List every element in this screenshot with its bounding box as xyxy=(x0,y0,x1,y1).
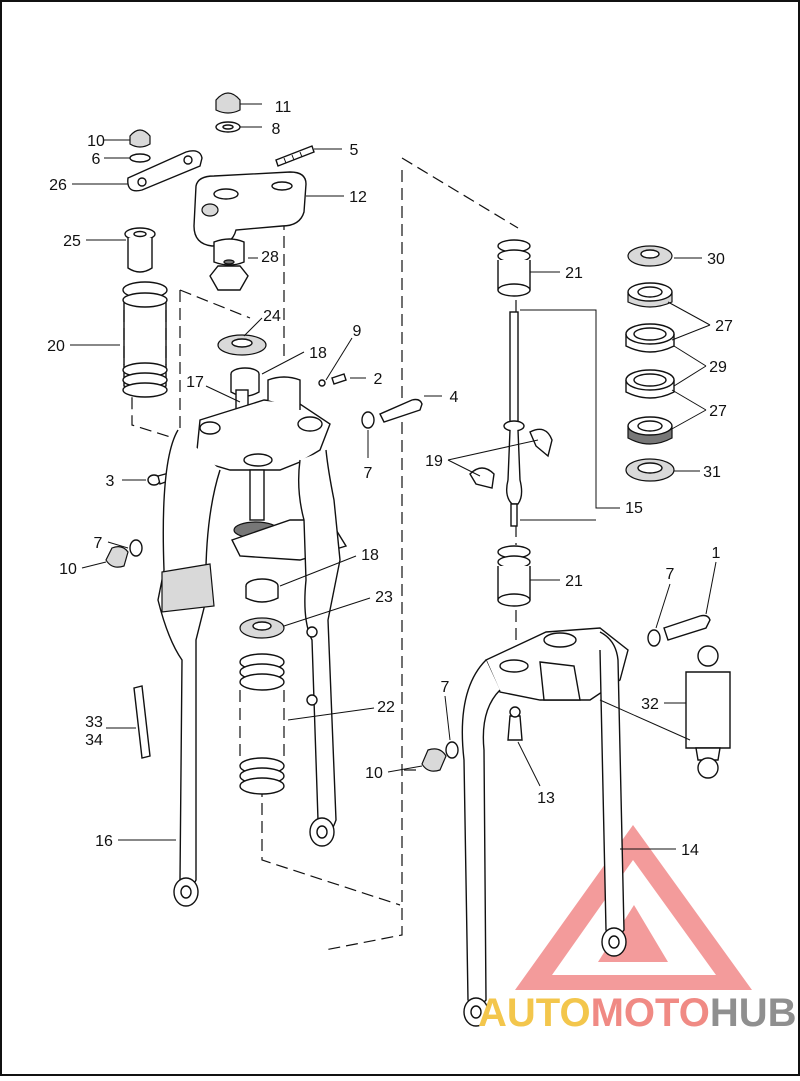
callout-20: 20 xyxy=(47,338,65,355)
clips-19 xyxy=(469,428,553,489)
washer-23 xyxy=(239,617,285,639)
spring-boot-20 xyxy=(122,281,168,398)
shock-absorber-32 xyxy=(685,645,731,779)
callout-10: 10 xyxy=(365,765,383,782)
callout-21: 21 xyxy=(565,265,583,282)
watermark-text: AUTOMOTOHUB xyxy=(478,991,797,1035)
callout-27: 27 xyxy=(709,403,727,420)
callout-3: 3 xyxy=(106,473,115,490)
callout-15: 15 xyxy=(625,500,643,517)
callout-31: 31 xyxy=(703,464,721,481)
decal-33-34 xyxy=(133,685,151,759)
callout-29: 29 xyxy=(709,359,727,376)
lower-fork-bracket-left xyxy=(195,376,331,471)
callout-21: 21 xyxy=(565,573,583,590)
leader-lines xyxy=(70,103,717,850)
callout-13: 13 xyxy=(537,790,555,807)
stud-bolt-5 xyxy=(275,145,315,167)
callout-28: 28 xyxy=(261,249,279,266)
watermark-segment-moto: MOTO xyxy=(591,991,710,1035)
bushing-25 xyxy=(124,227,156,273)
rigid-fork-right xyxy=(461,631,627,1027)
callout-6: 6 xyxy=(92,151,101,168)
callout-30: 30 xyxy=(707,251,725,268)
callout-25: 25 xyxy=(63,233,81,250)
callout-22: 22 xyxy=(377,699,395,716)
rigid-fork-legs-left xyxy=(157,429,341,907)
bolt-1-washer-7 xyxy=(647,614,711,647)
callout-32: 32 xyxy=(641,696,659,713)
upper-fork-bracket xyxy=(193,171,307,247)
callout-7: 7 xyxy=(666,566,675,583)
washer-24 xyxy=(217,334,267,356)
small-screw-2 xyxy=(318,373,347,387)
callout-17: 17 xyxy=(186,374,204,391)
long-bolt-4 xyxy=(361,398,423,429)
rod-15 xyxy=(503,311,525,527)
spring-22 xyxy=(239,653,285,795)
lower-bracket-right xyxy=(485,627,629,701)
acorn-nut-left xyxy=(129,129,151,163)
callout-10: 10 xyxy=(59,561,77,578)
nut-28 xyxy=(209,238,249,291)
callout-24: 24 xyxy=(263,308,281,325)
callout-9: 9 xyxy=(353,323,362,340)
grease-fitting-13 xyxy=(507,706,523,741)
callout-labels: 1234567777891010101112131415161718181920… xyxy=(47,99,733,859)
callout-2: 2 xyxy=(374,371,383,388)
callout-34: 34 xyxy=(85,732,103,749)
callout-7: 7 xyxy=(364,465,373,482)
callout-1: 1 xyxy=(712,545,721,562)
callout-4: 4 xyxy=(450,389,459,406)
callout-5: 5 xyxy=(350,142,359,159)
callout-23: 23 xyxy=(375,589,393,606)
callout-18: 18 xyxy=(309,345,327,362)
callout-12: 12 xyxy=(349,189,367,206)
callout-18: 18 xyxy=(361,547,379,564)
watermark-segment-hub: HUB xyxy=(710,991,797,1035)
callout-19: 19 xyxy=(425,453,443,470)
callout-14: 14 xyxy=(681,842,699,859)
callout-27: 27 xyxy=(715,318,733,335)
fork-bracket-plate xyxy=(127,150,203,192)
spring-21-lower xyxy=(497,545,531,607)
callout-26: 26 xyxy=(49,177,67,194)
callout-33: 33 xyxy=(85,714,103,731)
bearing-stack xyxy=(625,245,675,482)
washer-nut-right-7-10 xyxy=(421,741,459,772)
callout-7: 7 xyxy=(441,679,450,696)
callout-10: 10 xyxy=(87,133,105,150)
spacer-18-lower xyxy=(245,578,279,603)
spring-21-upper xyxy=(497,239,531,297)
callout-8: 8 xyxy=(272,121,281,138)
acorn-nut-top xyxy=(215,92,241,133)
watermark-segment-auto: AUTO xyxy=(478,991,591,1035)
washer-nut-left-7-10 xyxy=(105,539,143,568)
callout-7: 7 xyxy=(94,535,103,552)
callout-11: 11 xyxy=(275,99,292,116)
callout-16: 16 xyxy=(95,833,113,850)
